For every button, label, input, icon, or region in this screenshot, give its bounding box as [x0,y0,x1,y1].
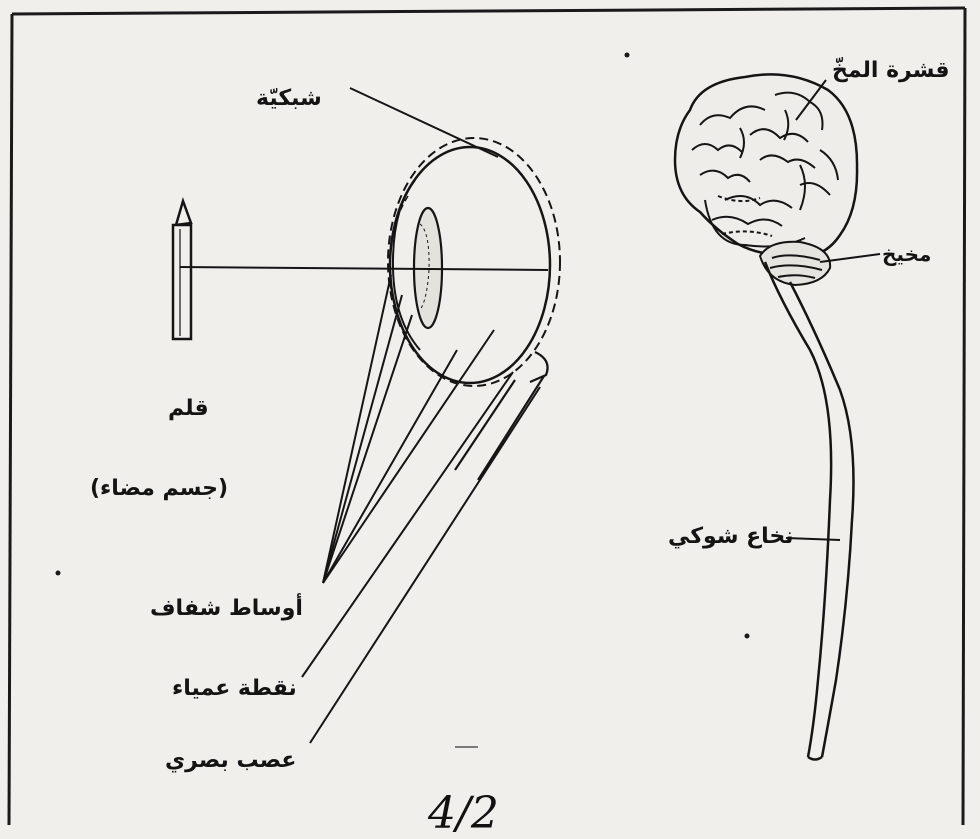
eyeball [388,138,560,386]
label-optic-nerve: عصب بصري [165,750,296,772]
pen-object [173,201,191,339]
page-number: 4/2 [428,792,499,836]
optic-nerve-shape [455,352,548,480]
light-ray [180,267,548,270]
label-cerebral-cortex: قشرة المخّ [832,60,950,82]
label-illuminated-body: (جسم مضاء) [90,478,228,500]
label-retina: شبكيّة [256,88,322,110]
spinal-cord-shape [765,262,854,760]
label-cerebellum: مخيخ [882,244,931,264]
paper-specks [56,53,750,748]
brain-outline [675,74,857,256]
label-spinal-cord: نخاع شوكي [668,526,794,548]
leader-lines-eye [302,88,540,743]
label-transparent-media: أوساط شفاف [150,598,303,620]
label-blind-spot: نقطة عمياء [172,678,297,700]
cerebellum-shape [760,242,830,285]
label-pen: قلم [168,398,209,420]
